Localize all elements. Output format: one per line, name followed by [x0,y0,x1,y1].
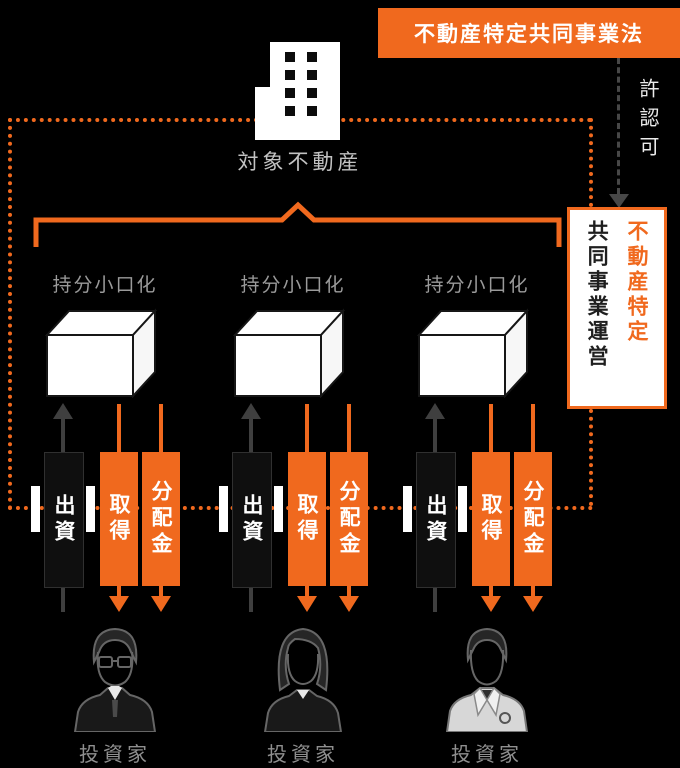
flow-acquire-banner: 取得 [288,452,326,586]
invest-stem-lower [61,586,65,612]
dividend-arrow-down-icon [523,596,543,612]
dividend-stem [159,404,163,452]
dividend-stem-lower [347,586,351,596]
flow-invest-label: 出資 [52,494,76,546]
investment-unit-group: 持分小口化 出資 取得 分配金 投資家 [208,270,378,768]
flow-line-gap-cap [219,486,228,532]
acquire-arrow-down-icon [481,596,501,612]
investor-label: 投資家 [451,742,523,766]
flow-invest-banner: 出資 [44,452,84,588]
flow-line-gap-cap [31,486,40,532]
flow-acquire-banner: 取得 [472,452,510,586]
approval-dashed-line [617,58,620,194]
flow-dividend-label: 分配金 [149,480,173,558]
flow-acquire-label: 取得 [107,493,131,545]
flow-invest-label: 出資 [424,494,448,546]
boundary-dotted-right-upper [589,118,593,207]
dividend-arrow-down-icon [151,596,171,612]
invest-stem-lower [249,586,253,612]
acquire-arrow-down-icon [109,596,129,612]
invest-arrow-up-icon [425,403,445,419]
boundary-dotted-right-lower [589,409,593,506]
investor-label: 投資家 [267,742,339,766]
acquire-stem-lower [489,586,493,596]
approval-arrow-down-icon [609,194,629,208]
flow-line-gap-cap [274,486,283,532]
flow-acquire-label: 取得 [479,493,503,545]
flow-invest-banner: 出資 [416,452,456,588]
dividend-stem [531,404,535,452]
dividend-stem-lower [159,586,163,596]
investment-unit-group: 持分小口化 出資 取得 分配金 投資家 [20,270,190,768]
acquire-stem [489,404,493,452]
flow-acquire-banner: 取得 [100,452,138,586]
acquire-stem-lower [117,586,121,596]
acquire-stem [117,404,121,452]
flow-dividend-banner: 分配金 [330,452,368,586]
invest-stem [61,419,65,452]
unitization-label: 持分小口化 [52,274,158,296]
flow-invest-label: 出資 [240,494,264,546]
flow-line-gap-cap [86,486,95,532]
dividend-stem-lower [531,586,535,596]
unit-cube-icon [417,308,530,398]
invest-stem [433,419,437,452]
dividend-stem [347,404,351,452]
acquire-stem [305,404,309,452]
operation-box-line-primary: 不動産特定 [625,220,649,345]
building-icon [255,42,340,140]
investor-label: 投資家 [79,742,151,766]
distribution-bracket [33,201,562,247]
invest-stem [249,419,253,452]
flow-line-gap-cap [458,486,467,532]
boundary-dotted-left [8,118,12,510]
operation-box-line-secondary: 共同事業運営 [585,220,610,370]
unitization-label: 持分小口化 [240,274,346,296]
dividend-arrow-down-icon [339,596,359,612]
unit-cube-icon [233,308,346,398]
unitization-label: 持分小口化 [424,274,530,296]
invest-stem-lower [433,586,437,612]
acquire-arrow-down-icon [297,596,317,612]
operation-box: 不動産特定 共同事業運営 [567,207,667,409]
invest-arrow-up-icon [53,403,73,419]
license-label: 許認可 [636,78,660,165]
acquire-stem-lower [305,586,309,596]
flow-dividend-banner: 分配金 [514,452,552,586]
flow-dividend-label: 分配金 [337,480,361,558]
flow-dividend-banner: 分配金 [142,452,180,586]
flow-dividend-label: 分配金 [521,480,545,558]
law-banner: 不動産特定共同事業法 [378,8,680,58]
investment-unit-group: 持分小口化 出資 取得 分配金 投資家 [392,270,562,768]
unit-cube-icon [45,308,158,398]
property-label: 対象不動産 [237,150,363,174]
flow-invest-banner: 出資 [232,452,272,588]
flow-line-gap-cap [403,486,412,532]
investor-doctor-icon [445,627,529,732]
invest-arrow-up-icon [241,403,261,419]
investor-male-icon [73,627,157,732]
flow-acquire-label: 取得 [295,493,319,545]
investor-female-icon [263,627,343,732]
